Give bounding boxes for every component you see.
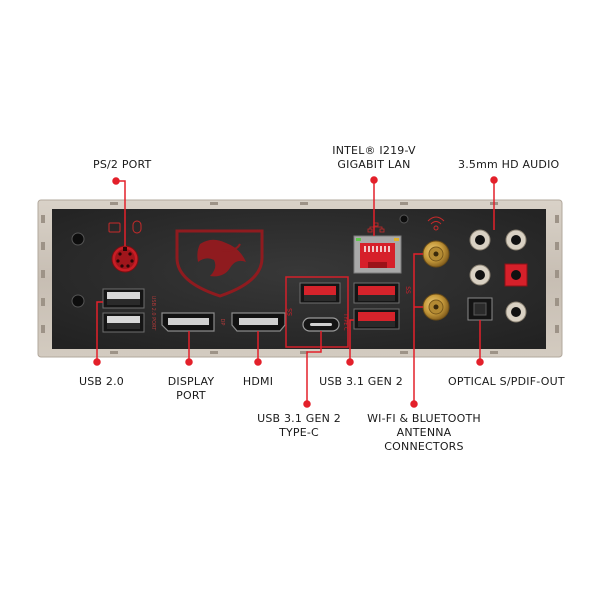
frame-perforations	[41, 202, 559, 354]
plate-print-ss: SS	[287, 308, 294, 316]
wifi-label-line3: CONNECTORS	[384, 440, 464, 453]
hdmi-port	[231, 312, 286, 332]
wifi-label-line2: ANTENNA	[396, 426, 452, 439]
typec-label-line1: USB 3.1 GEN 2	[257, 412, 341, 425]
antenna-connector-top	[422, 240, 450, 268]
dp-label-line1: DISPLAY	[167, 375, 215, 388]
usb31-port-bottom	[353, 308, 400, 330]
optical-spdif-port	[467, 297, 493, 321]
usb31-typec-port	[302, 317, 340, 332]
hdmi-label: HDMI	[242, 375, 274, 388]
audio-label: 3.5mm HD AUDIO	[458, 158, 560, 171]
plate-print-dp: DP	[219, 319, 225, 326]
ps2-port-label: PS/2 PORT	[93, 158, 152, 171]
keyboard-mouse-icon	[108, 220, 142, 234]
lan-label-line1: INTEL® I219-V	[332, 144, 416, 157]
callout-lines	[93, 176, 498, 408]
displayport-port	[161, 312, 215, 332]
plate-print-usb: USB 2.0 PORT	[150, 296, 156, 331]
plate-print-typec: TYPE C	[342, 312, 348, 331]
antenna-connector-bottom	[422, 293, 450, 321]
optical-label: OPTICAL S/PDIF-OUT	[448, 375, 565, 388]
usb31-typea-port	[299, 282, 341, 304]
screw-hole	[71, 232, 85, 246]
screw-hole	[399, 214, 409, 224]
usb20-port-bottom	[102, 312, 145, 333]
dp-label-line2: PORT	[176, 389, 206, 402]
wifi-label-line1: WI-FI & BLUETOOTH	[367, 412, 481, 425]
msi-dragon-logo	[175, 229, 264, 298]
ps2-port	[111, 245, 139, 273]
screw-hole	[71, 294, 85, 308]
usb20-port-top	[102, 288, 145, 309]
wifi-antenna-icon	[427, 216, 445, 231]
lan-label-line2: GIGABIT LAN	[337, 158, 411, 171]
usb31-port-top	[353, 282, 400, 304]
typec-label-line2: TYPE-C	[279, 426, 319, 439]
lan-port	[353, 235, 402, 274]
usb31-red-frame	[285, 276, 349, 348]
usb20-label: USB 2.0	[79, 375, 124, 388]
audio-jacks	[469, 229, 528, 323]
usb31-label: USB 3.1 GEN 2	[319, 375, 403, 388]
plate-print-ss: SS	[404, 286, 411, 294]
